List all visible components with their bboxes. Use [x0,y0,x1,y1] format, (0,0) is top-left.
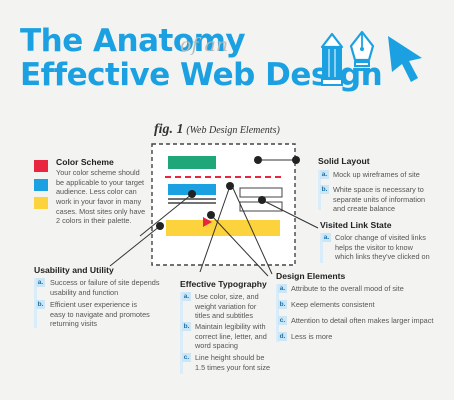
figure-number: fig. 1 [154,122,184,137]
label-b: b. [278,300,287,309]
design-elements-heading: Design Elements [276,271,346,281]
usability-bar [34,278,37,328]
swatch-blue [34,179,48,191]
usability-item: Efficient user experience is easy to nav… [50,300,150,329]
typography-bar [180,292,183,374]
swatch-red [34,160,48,172]
color-scheme-text: Your color scheme should be applicable t… [56,168,146,226]
figure-caption: fig. 1 (Web Design Elements) [154,122,280,138]
visited-link-bar [320,233,323,263]
title-of-an: of an [180,34,229,56]
solid-layout-item: White space is necessary to separate uni… [333,185,426,214]
cursor-arrow-icon [388,36,422,82]
title-icons [320,30,422,86]
wireframe-blue-block [168,184,216,195]
label-a: a. [322,233,331,242]
design-elements-item: Attention to detail often makes larger i… [291,316,434,325]
label-b: b. [36,300,45,309]
swatch-yellow [34,197,48,209]
wireframe-link-box [239,187,283,198]
design-elements-item: Attribute to the overall mood of site [291,284,404,293]
label-a: a. [36,278,45,287]
title-line-1: The Anatomy [20,23,246,59]
label-c: c. [182,353,191,362]
wireframe-red-marker [203,217,212,227]
label-d: d. [278,332,287,341]
label-b: b. [320,185,329,194]
typography-item: Use color, size, and weight variation fo… [195,292,259,321]
solid-layout-item: Mock up wireframes of site [333,170,420,179]
pencil-icon [320,32,344,86]
usability-heading: Usability and Utility [34,265,114,275]
pen-nib-icon [349,30,375,71]
solid-layout-heading: Solid Layout [318,156,370,166]
visited-link-item: Color change of visited links helps the … [335,233,430,262]
design-elements-bar [276,284,279,342]
wireframe-green-header [168,156,216,169]
color-scheme-heading: Color Scheme [56,157,114,167]
label-a: a. [278,284,287,293]
label-b: b. [182,322,191,331]
label-c: c. [278,316,287,325]
typography-item: Maintain legibility with correct line, l… [195,322,267,351]
typography-item: Line height should be 1.5 times your fon… [195,353,271,372]
solid-layout-bar [318,170,321,210]
typography-heading: Effective Typography [180,279,267,289]
design-elements-item: Less is more [291,332,333,341]
label-a: a. [182,292,191,301]
design-elements-item: Keep elements consistent [291,300,375,309]
usability-item: Success or failure of site depends usabi… [50,278,160,297]
visited-link-heading: Visited Link State [320,220,392,230]
label-a: a. [320,170,329,179]
figure-caption-text: (Web Design Elements) [186,125,280,136]
